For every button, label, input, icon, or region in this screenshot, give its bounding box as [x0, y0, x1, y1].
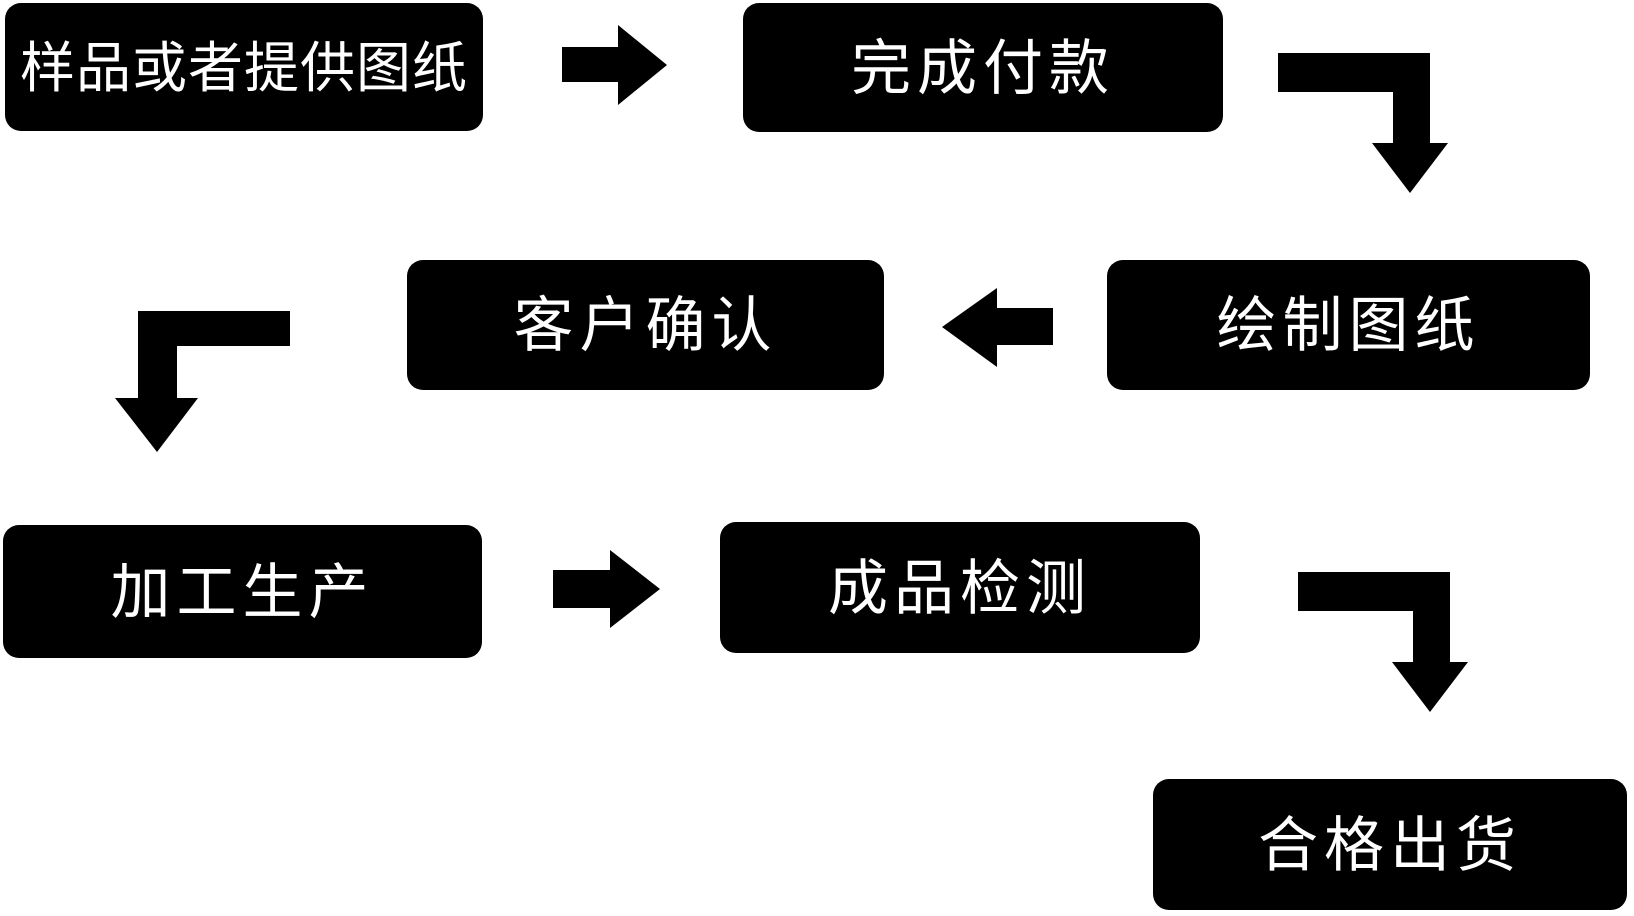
flow-node-label: 样品或者提供图纸 [19, 35, 468, 100]
flow-node-label: 成品检测 [828, 553, 1092, 624]
flow-node-label: 加工生产 [110, 557, 375, 628]
right-arrow-icon [562, 25, 667, 105]
elbow-down-left-arrow-icon [115, 311, 290, 452]
right-arrow-icon [553, 550, 660, 628]
flow-node-qualified-shipment: 合格出货 [1153, 779, 1627, 910]
flow-node-label: 绘制图纸 [1216, 291, 1481, 361]
flow-node-label: 客户确认 [513, 291, 778, 361]
elbow-down-right-arrow-icon [1298, 572, 1468, 712]
left-arrow-icon [942, 288, 1053, 367]
flow-node-product-inspection: 成品检测 [720, 522, 1200, 653]
flow-node-production: 加工生产 [3, 525, 482, 658]
flow-node-label: 完成付款 [851, 33, 1115, 104]
flow-node-draw-drawings: 绘制图纸 [1107, 260, 1590, 390]
flow-node-sample-or-drawing: 样品或者提供图纸 [5, 3, 483, 131]
elbow-down-right-arrow-icon [1278, 53, 1448, 193]
flow-node-payment-complete: 完成付款 [743, 3, 1223, 132]
flow-node-customer-confirm: 客户确认 [407, 260, 884, 390]
flow-node-label: 合格出货 [1258, 810, 1522, 881]
